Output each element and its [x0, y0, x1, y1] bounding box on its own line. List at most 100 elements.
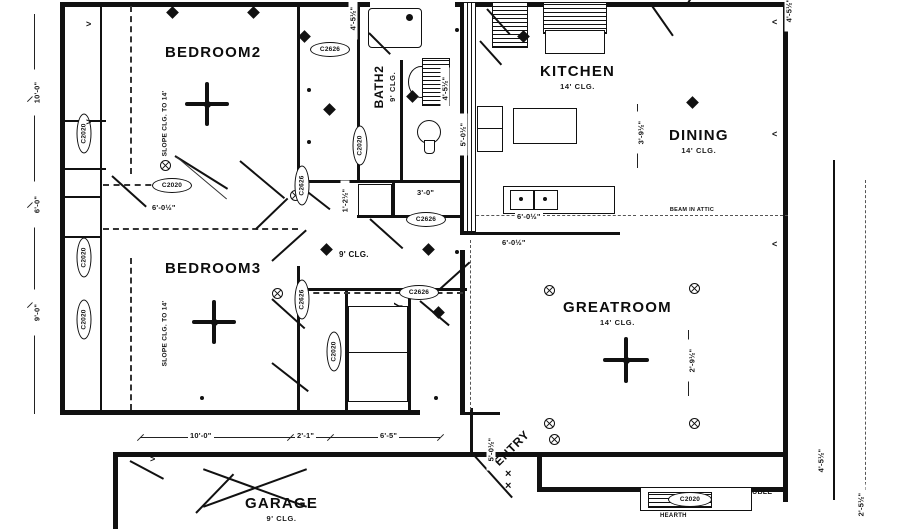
kitchen-island-fixture — [513, 108, 577, 144]
ceiling-fan-bedroom2 — [185, 82, 229, 126]
window-tag-10: C2020 — [326, 331, 342, 372]
recessed-light-gr-4-icon — [689, 418, 700, 429]
bathtub-fixture — [368, 8, 422, 48]
room-ceiling: 9' CLG. — [266, 513, 297, 523]
recessed-light-gr-1-icon — [544, 285, 555, 296]
refrigerator-fixture — [545, 30, 605, 54]
exterior-wall-top-right — [455, 2, 785, 7]
door-swing-bedroom2-closet — [175, 156, 228, 200]
label-slope-ceiling-lower: SLOPE CLG. TO 14' — [161, 300, 169, 367]
light-fixture-hall2-icon — [422, 243, 435, 256]
switch-bedroom3-icon — [200, 396, 204, 400]
dash-hall-lower — [103, 228, 298, 230]
exterior-offset-right — [833, 160, 835, 500]
tub-drain-icon — [406, 14, 413, 21]
window-tag-11: C2626 — [399, 285, 439, 300]
garage-top-wall — [113, 452, 788, 457]
oven-fixture — [477, 128, 503, 152]
dim-arrow-r2-icon: < — [772, 129, 778, 139]
dash-hall-upper — [103, 184, 183, 186]
closet-shelf-lower — [62, 168, 106, 170]
switch-bedroom2-icon — [307, 88, 311, 92]
linen-closet-fixture — [358, 184, 392, 216]
recessed-light-b2-icon — [160, 160, 171, 171]
dim-left-3: 9'-0" — [32, 289, 42, 336]
slope-ceiling-dash-upper — [130, 6, 132, 174]
window-tag-7: C2020 — [352, 125, 368, 166]
upper-cabinets-hatch — [543, 2, 607, 34]
recessed-light-gr-2-icon — [689, 283, 700, 294]
ceiling-fan-greatroom — [603, 337, 649, 383]
wall-bath2-bottom — [357, 180, 462, 183]
slope-ceiling-dash-lower — [130, 258, 132, 410]
window-tag-6: C2626 — [310, 42, 350, 57]
dim-greatroom-vertical: 2'-9½" — [687, 339, 697, 382]
cooktop-fixture — [477, 106, 503, 130]
door-leaf-bedroom3-c — [271, 362, 309, 393]
room-label-bedroom3: BEDROOM3 — [165, 261, 261, 279]
label-hall-ceiling: 9' CLG. — [339, 250, 369, 259]
wall-greatroom-left — [460, 250, 465, 412]
dash-beam-right — [640, 215, 788, 216]
wall-linen-right — [392, 180, 395, 216]
light-fixture-bedroom2-c-icon — [247, 6, 260, 19]
dim-arrow-l2-icon: > — [86, 117, 92, 127]
dash-beam-left — [466, 215, 636, 216]
garage-wall-left — [113, 452, 118, 529]
interior-wall-left-inner — [100, 2, 102, 410]
label-hearth: HEARTH — [660, 513, 687, 519]
recessed-light-b3-icon — [272, 288, 283, 299]
recessed-light-entry-icon — [549, 434, 560, 445]
wall-bedroom3-right — [297, 266, 300, 412]
door-leaf-top-right — [649, 2, 674, 37]
light-fixture-bedroom2-b-icon — [166, 6, 179, 19]
dim-interior-5: 4'-5½" — [348, 0, 358, 40]
window-tag-8: C2626 — [406, 212, 446, 227]
dim-bottom-2: 2'-1" — [295, 431, 317, 440]
wall-kitchen-bottom — [460, 232, 620, 235]
exterior-wall-top-left — [60, 2, 370, 7]
dim-right-1: 4'-5½" — [816, 439, 826, 482]
garage-arrow-slant — [129, 460, 165, 480]
light-fixture-hall-icon — [320, 243, 333, 256]
closet-shelf-4 — [62, 236, 102, 238]
window-tag-4: C2020 — [152, 178, 192, 193]
toilet-tank — [424, 140, 435, 154]
wall-laundry-left — [345, 288, 348, 412]
switch-bedroom2-b-icon — [307, 140, 311, 144]
room-label-bath2: BATH2 9' CLG. — [372, 57, 397, 117]
ceiling-fan-bedroom3 — [192, 300, 236, 344]
room-name: DINING — [669, 127, 729, 144]
room-name: GREATROOM — [563, 299, 672, 316]
label-double: DOUBLE — [741, 489, 773, 496]
wall-bedroom2-right — [297, 2, 300, 180]
wall-entry-left — [470, 408, 473, 454]
dim-interior-4: 1'-2½" — [340, 180, 350, 221]
dim-left-1: 10'-0" — [32, 69, 42, 116]
room-ceiling: 9' CLG. — [387, 71, 397, 102]
room-label-bedroom2: BEDROOM2 — [165, 45, 261, 63]
door-leaf-bedroom2-b — [239, 160, 286, 200]
dim-interior-7: 5'-0½" — [458, 113, 468, 156]
window-tag-2: C2020 — [76, 237, 92, 278]
dim-interior-2: 6'-0½" — [500, 238, 528, 247]
dim-dining-vertical: 3'-9½" — [636, 111, 646, 154]
light-fixture-dining-icon — [686, 96, 699, 109]
garage-door-x-icon — [200, 470, 310, 504]
porch-wall-left — [537, 452, 542, 490]
dim-arrow-r3-icon: < — [772, 239, 778, 249]
dash-greatroom-edge — [470, 240, 471, 410]
window-tag-5: C2626 — [294, 165, 310, 206]
room-name: BATH2 — [372, 65, 387, 109]
door-leaf-linen — [369, 218, 404, 250]
sink-drain-right-icon — [543, 197, 547, 201]
wall-hall-bottom — [297, 288, 467, 291]
exterior-wall-right — [783, 2, 788, 502]
room-name: KITCHEN — [540, 63, 616, 80]
washer-fixture — [348, 306, 408, 354]
switch-greatroom-icon — [455, 250, 459, 254]
door-leaf-hall-mid — [255, 197, 289, 230]
dim-bottom-3: 6'-5" — [378, 431, 400, 440]
light-fixture-bedroom2-icon — [298, 30, 311, 43]
